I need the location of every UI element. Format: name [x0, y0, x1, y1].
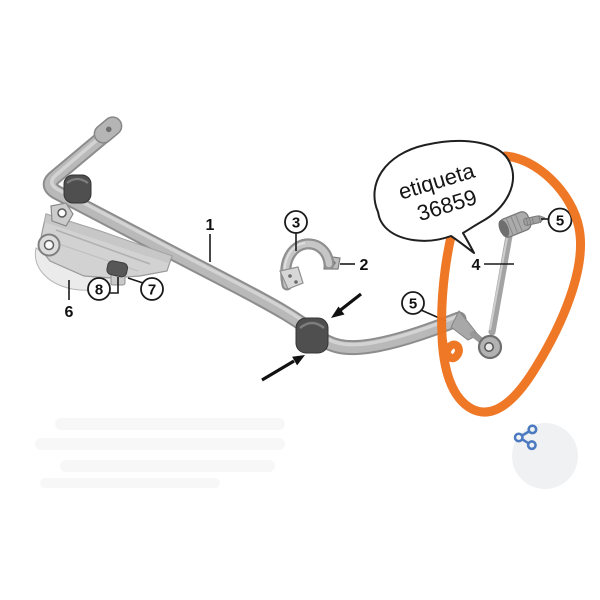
stabilizer-link [469, 211, 546, 360]
callout-3-badge [284, 210, 308, 234]
callout-5-mid-label: 5 [409, 296, 417, 313]
link-eyelet-bottom [477, 334, 503, 360]
link-ball-joint-top [498, 211, 532, 238]
bar-bushing-left [63, 174, 92, 204]
callout-5-topright-badge [547, 207, 573, 233]
bracket-ear-hole [37, 233, 61, 257]
callout-4-label: 4 [472, 257, 481, 274]
bushing-arrow-upper [331, 292, 362, 318]
bushing-arrow-lower [261, 355, 305, 382]
callout-1-label: 1 [206, 217, 215, 234]
callout-8-label: 8 [95, 282, 103, 299]
share-button[interactable] [512, 423, 578, 489]
bracket-bolt [106, 260, 129, 278]
callout-8-badge [87, 277, 111, 301]
callout-6-label: 6 [65, 304, 74, 321]
bracket-top-tab [50, 202, 74, 227]
speech-bubble: etiqueta 36859 [373, 139, 514, 254]
clamp-bracket [279, 238, 341, 291]
callout-7-badge [140, 277, 164, 301]
ghost-smudges [35, 418, 285, 488]
callout-5-topright-label: 5 [556, 213, 564, 230]
callouts: 1 2 3 4 5 5 6 7 8 [65, 207, 573, 322]
callout-2-label: 2 [360, 257, 369, 274]
callout-3-label: 3 [292, 215, 300, 232]
callout-5-mid-badge [401, 291, 425, 315]
link-threaded-stud [523, 215, 546, 226]
bar-eyelet [93, 116, 123, 144]
bar-bushing-center [295, 317, 329, 354]
share-icon [513, 424, 538, 451]
callout-7-label: 7 [148, 282, 156, 299]
